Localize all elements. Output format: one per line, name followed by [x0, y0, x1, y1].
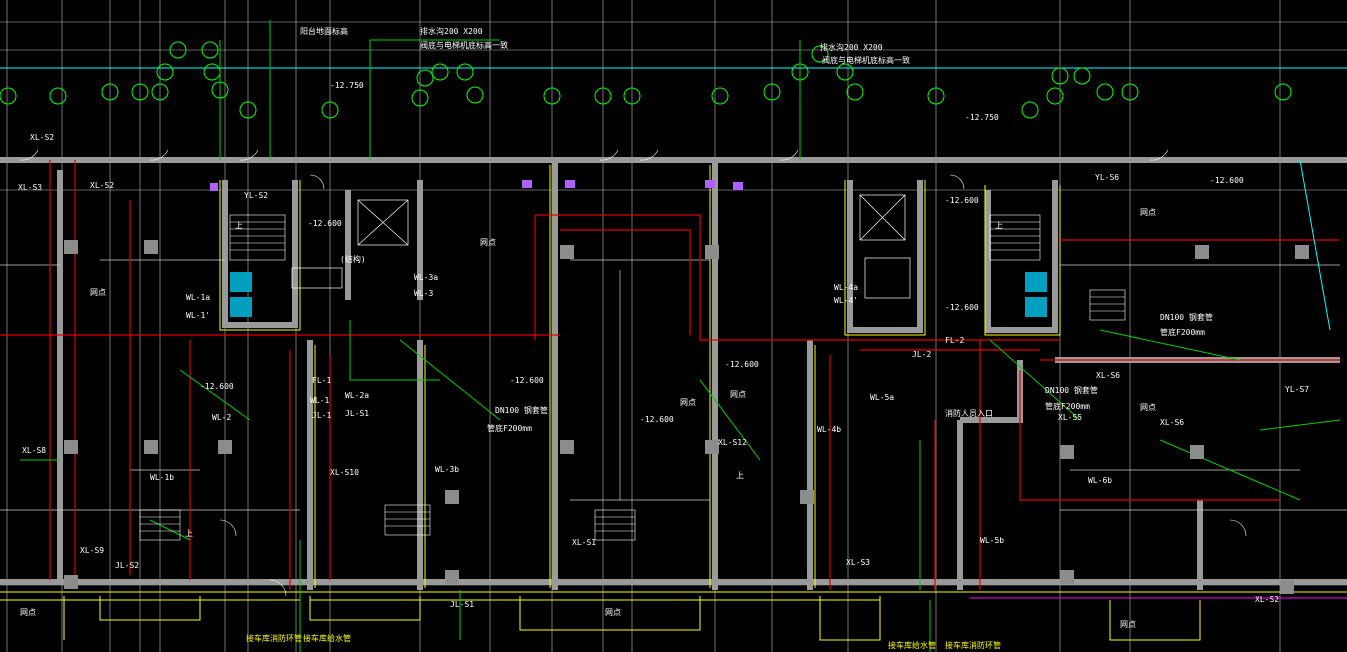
room-label: 网点	[90, 288, 106, 297]
pipe-sleeve-note: DN100 钢套管	[495, 405, 548, 415]
pipe-tag: WL-3	[414, 289, 433, 298]
top-note-trench-elev-2: 阀底与电梯机底标高一致	[822, 55, 910, 65]
bottom-note-fire-loop: 接车库消防环管	[246, 633, 302, 643]
pipe-tag: JL-S2	[115, 561, 139, 570]
pipe-sleeve-elev-note: 管底F200mm	[1160, 327, 1205, 337]
pipe-tag: XL-S3	[18, 183, 42, 192]
cyan-diagonal	[1299, 159, 1331, 331]
pipe-sleeve-note: DN100 钢套管	[1045, 385, 1098, 395]
elevation-label: -12.600	[308, 219, 342, 228]
stair-up-label: 上	[736, 471, 744, 480]
door-swings	[19, 149, 1247, 597]
pipe-tag: WL-4a	[834, 283, 858, 292]
pipe-tag: WL-4'	[834, 296, 858, 305]
room-label: 网点	[480, 238, 496, 247]
elevation-label: -12.750	[330, 81, 364, 90]
pipe-tag: YL-S2	[244, 191, 268, 200]
pipe-tag: WL-1	[310, 396, 329, 405]
pipe-tag: WL-2	[212, 413, 231, 422]
pipe-sleeve-elev-note: 管底F200mm	[1045, 401, 1090, 411]
pipe-tag: WL-6b	[1088, 476, 1112, 485]
columns	[64, 240, 1309, 594]
elevation-label: -12.750	[965, 113, 999, 122]
pipe-sleeve-elev-note: 管底F200mm	[487, 423, 532, 433]
room-label: 网点	[680, 398, 696, 407]
top-note-trench-1: 排水沟200 X200	[420, 26, 483, 36]
elevation-label: -12.600	[510, 376, 544, 385]
room-label: 网点	[730, 390, 746, 399]
red-pipes	[0, 160, 1340, 590]
elevator-shafts	[291, 194, 911, 299]
bottom-note-water-supply: 接车库给水管	[303, 633, 351, 643]
pipe-tag: XL-S9	[80, 546, 104, 555]
pipe-tag: WL-2a	[345, 391, 369, 400]
pipe-tag: WL-5b	[980, 536, 1004, 545]
pipe-tag: YL-S6	[1095, 173, 1119, 182]
pipe-tag: WL-5a	[870, 393, 894, 402]
pipe-tag: XL-S6	[1096, 371, 1120, 380]
top-note-trench-elev-1: 阀底与电梯机底标高一致	[420, 40, 508, 50]
stair-up-label: 上	[185, 529, 193, 538]
pipe-tag: WL-3b	[435, 465, 459, 474]
interior-lines	[0, 259, 1347, 511]
top-note-balcony-elev: 阳台地面标高	[300, 26, 348, 36]
room-label: 网点	[20, 608, 36, 617]
elevation-label: -12.600	[945, 303, 979, 312]
pipe-tag: XL-S6	[1160, 418, 1184, 427]
pipe-tag: WL-3a	[414, 273, 438, 282]
pipe-tag: XL-S8	[22, 446, 46, 455]
pipe-tag: XL-S5	[1058, 413, 1082, 422]
top-note-trench-2: 排水沟200 X200	[820, 42, 883, 52]
pipe-tag: WL-4b	[817, 425, 841, 434]
pipe-tag: WL-1'	[186, 311, 210, 320]
pump-equipment	[230, 272, 1047, 317]
elevation-label: -12.600	[640, 415, 674, 424]
pipe-tag: XL-S1	[572, 538, 596, 547]
pipe-tag: WL-1a	[186, 293, 210, 302]
pipe-tag: FL-1	[312, 376, 331, 385]
fire-entrance-note: 消防人员入口	[945, 408, 993, 418]
pipe-tag: XL-S2	[1255, 595, 1279, 604]
room-label: 网点	[1140, 208, 1156, 217]
pipe-tag: XL-S2	[30, 133, 54, 142]
elevation-label: -12.600	[945, 196, 979, 205]
bottom-note-fire-loop: 接车库消防环管	[945, 640, 1001, 650]
bottom-note-water-supply: 接车库给水管	[888, 640, 936, 650]
pipe-tag: JL-S1	[345, 409, 369, 418]
pipe-tag: WL-1b	[150, 473, 174, 482]
structure-note: (结构)	[340, 254, 366, 264]
elevation-label: -12.600	[200, 382, 234, 391]
stair-up-label: 上	[235, 221, 243, 230]
elevation-label: -12.600	[725, 360, 759, 369]
green-pipes	[20, 20, 1341, 652]
fixtures-top	[210, 180, 743, 191]
stair-hatches	[139, 214, 1126, 541]
pipe-sleeve-note: DN100 钢套管	[1160, 312, 1213, 322]
pipe-tag: XL-S2	[90, 181, 114, 190]
elevation-label: -12.600	[1210, 176, 1244, 185]
pipe-tag: XL-S12	[718, 438, 747, 447]
pipe-tag: XL-S3	[846, 558, 870, 567]
room-label: 网点	[1140, 403, 1156, 412]
wall-outlines	[0, 165, 1347, 641]
room-label: 网点	[605, 608, 621, 617]
pipe-tag: JL-S1	[450, 600, 474, 609]
room-label: 网点	[1120, 620, 1136, 629]
pipe-tag: JL-2	[912, 350, 931, 359]
pipe-tag: FL-2	[945, 336, 964, 345]
pipe-tag: YL-S7	[1285, 385, 1309, 394]
pipe-tag: JL-1	[312, 411, 331, 420]
stair-up-label: 上	[995, 221, 1003, 230]
pipe-tag: XL-S10	[330, 468, 359, 477]
